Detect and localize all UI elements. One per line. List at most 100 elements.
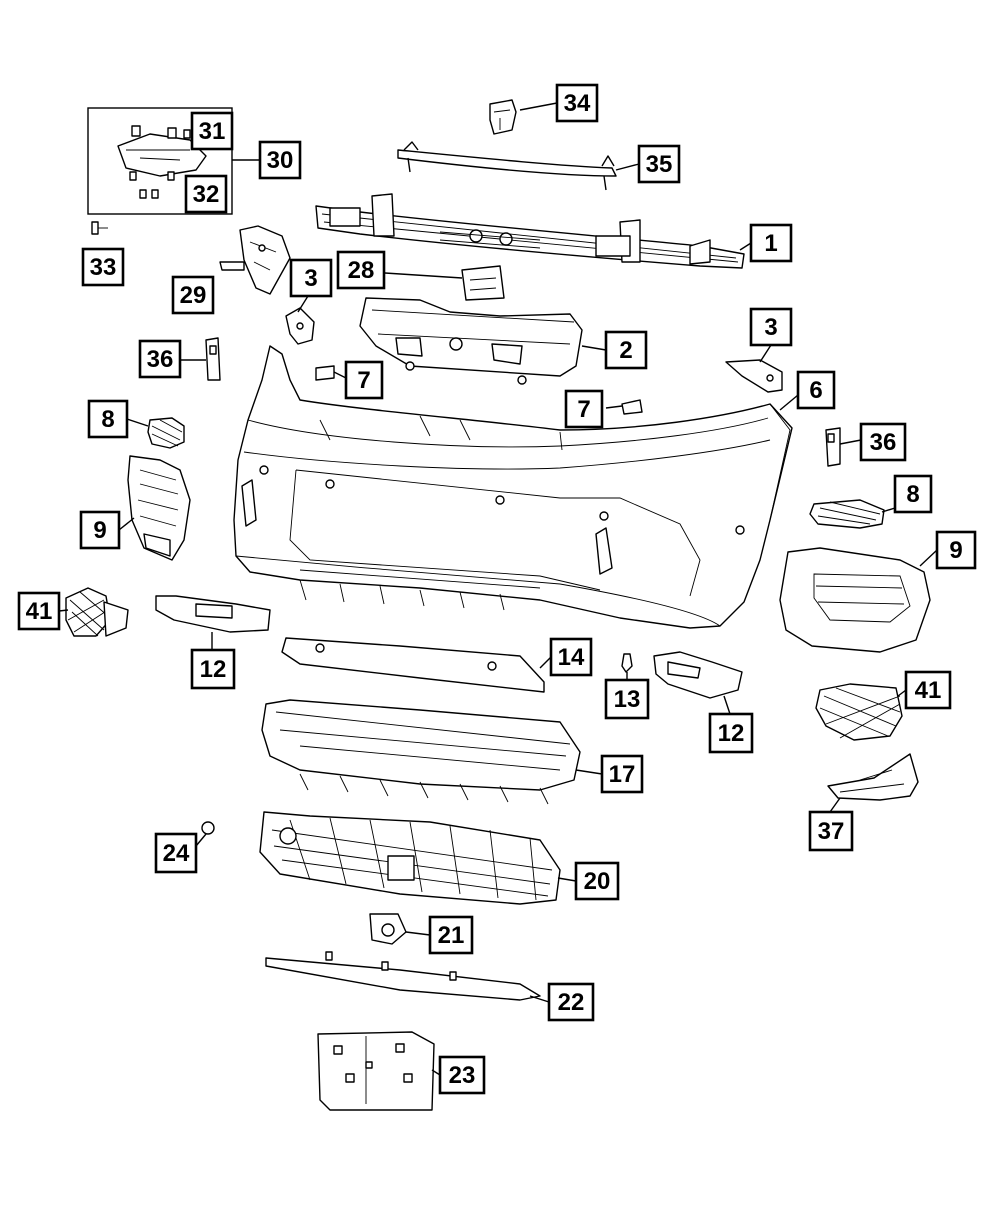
part-9-left-bezel	[127, 455, 191, 561]
callout-37-label: 37	[818, 818, 845, 845]
part-28-bracket	[461, 265, 505, 301]
callout-41a: 41	[17, 591, 61, 631]
part-30-module-assembly	[87, 107, 233, 215]
part-23-plate-bracket	[317, 1031, 435, 1111]
callout-33-label: 33	[90, 254, 117, 281]
callout-9b: 9	[935, 530, 977, 570]
part-29-bracket	[219, 225, 291, 295]
callout-9a-label: 9	[93, 517, 106, 544]
part-21-bezel	[369, 913, 407, 945]
callout-17-label: 17	[609, 761, 636, 788]
part-12-right-trim	[653, 651, 743, 699]
part-2-absorber	[359, 297, 583, 385]
callout-28-label: 28	[348, 257, 375, 284]
callout-30-label: 30	[267, 147, 294, 174]
callout-14-label: 14	[558, 644, 585, 671]
callout-8b-label: 8	[906, 481, 919, 508]
callout-14: 14	[549, 637, 593, 677]
callout-31-label: 31	[199, 118, 226, 145]
part-12-left-trim	[155, 595, 271, 633]
callout-22-label: 22	[558, 989, 585, 1016]
part-3-left-bracket	[285, 307, 315, 345]
part-24-emblem	[201, 821, 215, 835]
callout-12a-label: 12	[200, 656, 227, 683]
callout-13-label: 13	[614, 686, 641, 713]
callout-6: 6	[796, 370, 836, 410]
part-7-right-cap	[621, 399, 643, 415]
callout-12b-label: 12	[718, 720, 745, 747]
callout-12a: 12	[190, 648, 236, 690]
callout-2: 2	[604, 330, 648, 370]
callout-1-label: 1	[764, 230, 777, 257]
callout-30: 30	[258, 140, 302, 180]
callout-7b: 7	[564, 389, 604, 429]
part-13-pin	[621, 653, 633, 673]
callout-8a-label: 8	[101, 406, 114, 433]
callout-7a-label: 7	[357, 367, 370, 394]
part-33-screw	[91, 221, 108, 235]
callout-3b-label: 3	[764, 314, 777, 341]
callout-21: 21	[428, 915, 474, 955]
callout-6-label: 6	[809, 377, 822, 404]
callout-3a-label: 3	[304, 265, 317, 292]
callout-35-label: 35	[646, 151, 673, 178]
callout-34-label: 34	[564, 90, 591, 117]
callout-36a-label: 36	[147, 346, 174, 373]
part-17-lower-support	[261, 699, 581, 805]
part-8-left-grille	[147, 417, 185, 449]
part-41-left-grille	[65, 587, 129, 637]
part-14-molding	[281, 637, 545, 693]
callout-34: 34	[555, 83, 599, 123]
callout-24: 24	[154, 832, 198, 874]
callout-23: 23	[438, 1055, 486, 1095]
callout-41a-label: 41	[26, 598, 53, 625]
part-6-bumper-fascia	[233, 345, 793, 629]
callout-13: 13	[604, 678, 650, 720]
part-35-upper-bar	[397, 141, 617, 191]
callout-12b: 12	[708, 712, 754, 754]
leader-lines	[58, 102, 938, 1076]
part-8-right-grille	[809, 499, 885, 529]
part-32-clips	[139, 189, 159, 199]
callout-32-label: 32	[193, 181, 220, 208]
callout-31: 31	[190, 111, 234, 151]
callout-22: 22	[547, 982, 595, 1022]
part-34-bracket	[489, 99, 517, 135]
callout-3a: 3	[289, 258, 333, 298]
part-9-right-bezel	[779, 547, 931, 653]
callout-41b: 41	[904, 670, 952, 710]
callout-33: 33	[81, 247, 125, 287]
callout-32: 32	[184, 174, 228, 214]
callout-36b: 36	[859, 422, 907, 462]
callout-41b-label: 41	[915, 677, 942, 704]
callout-37: 37	[808, 810, 854, 852]
callout-9b-label: 9	[949, 537, 962, 564]
callout-7a: 7	[344, 360, 384, 400]
part-37-bezel	[827, 753, 919, 801]
callout-8b: 8	[893, 474, 933, 514]
callout-29-label: 29	[180, 282, 207, 309]
part-7-left-cap	[315, 365, 335, 381]
callout-8a: 8	[87, 399, 129, 439]
callout-35: 35	[637, 144, 681, 184]
part-22-lower-strip	[265, 951, 541, 1001]
part-36-right-bracket	[825, 427, 841, 467]
callout-21-label: 21	[438, 922, 465, 949]
callout-1: 1	[749, 223, 793, 263]
callout-20: 20	[574, 861, 620, 901]
callout-29: 29	[171, 275, 215, 315]
callout-24-label: 24	[163, 840, 190, 867]
part-3-right-bracket	[725, 359, 783, 393]
callout-36b-label: 36	[870, 429, 897, 456]
callout-36a: 36	[138, 339, 182, 379]
callout-20-label: 20	[584, 868, 611, 895]
part-36-left-bracket	[205, 337, 221, 381]
part-20-lower-grille	[259, 811, 561, 905]
callout-2-label: 2	[619, 337, 632, 364]
part-41-right-grille	[815, 683, 903, 741]
part-1-impact-beam	[315, 193, 745, 269]
callout-23-label: 23	[449, 1062, 476, 1089]
callout-9a: 9	[79, 510, 121, 550]
callout-28: 28	[336, 250, 386, 290]
